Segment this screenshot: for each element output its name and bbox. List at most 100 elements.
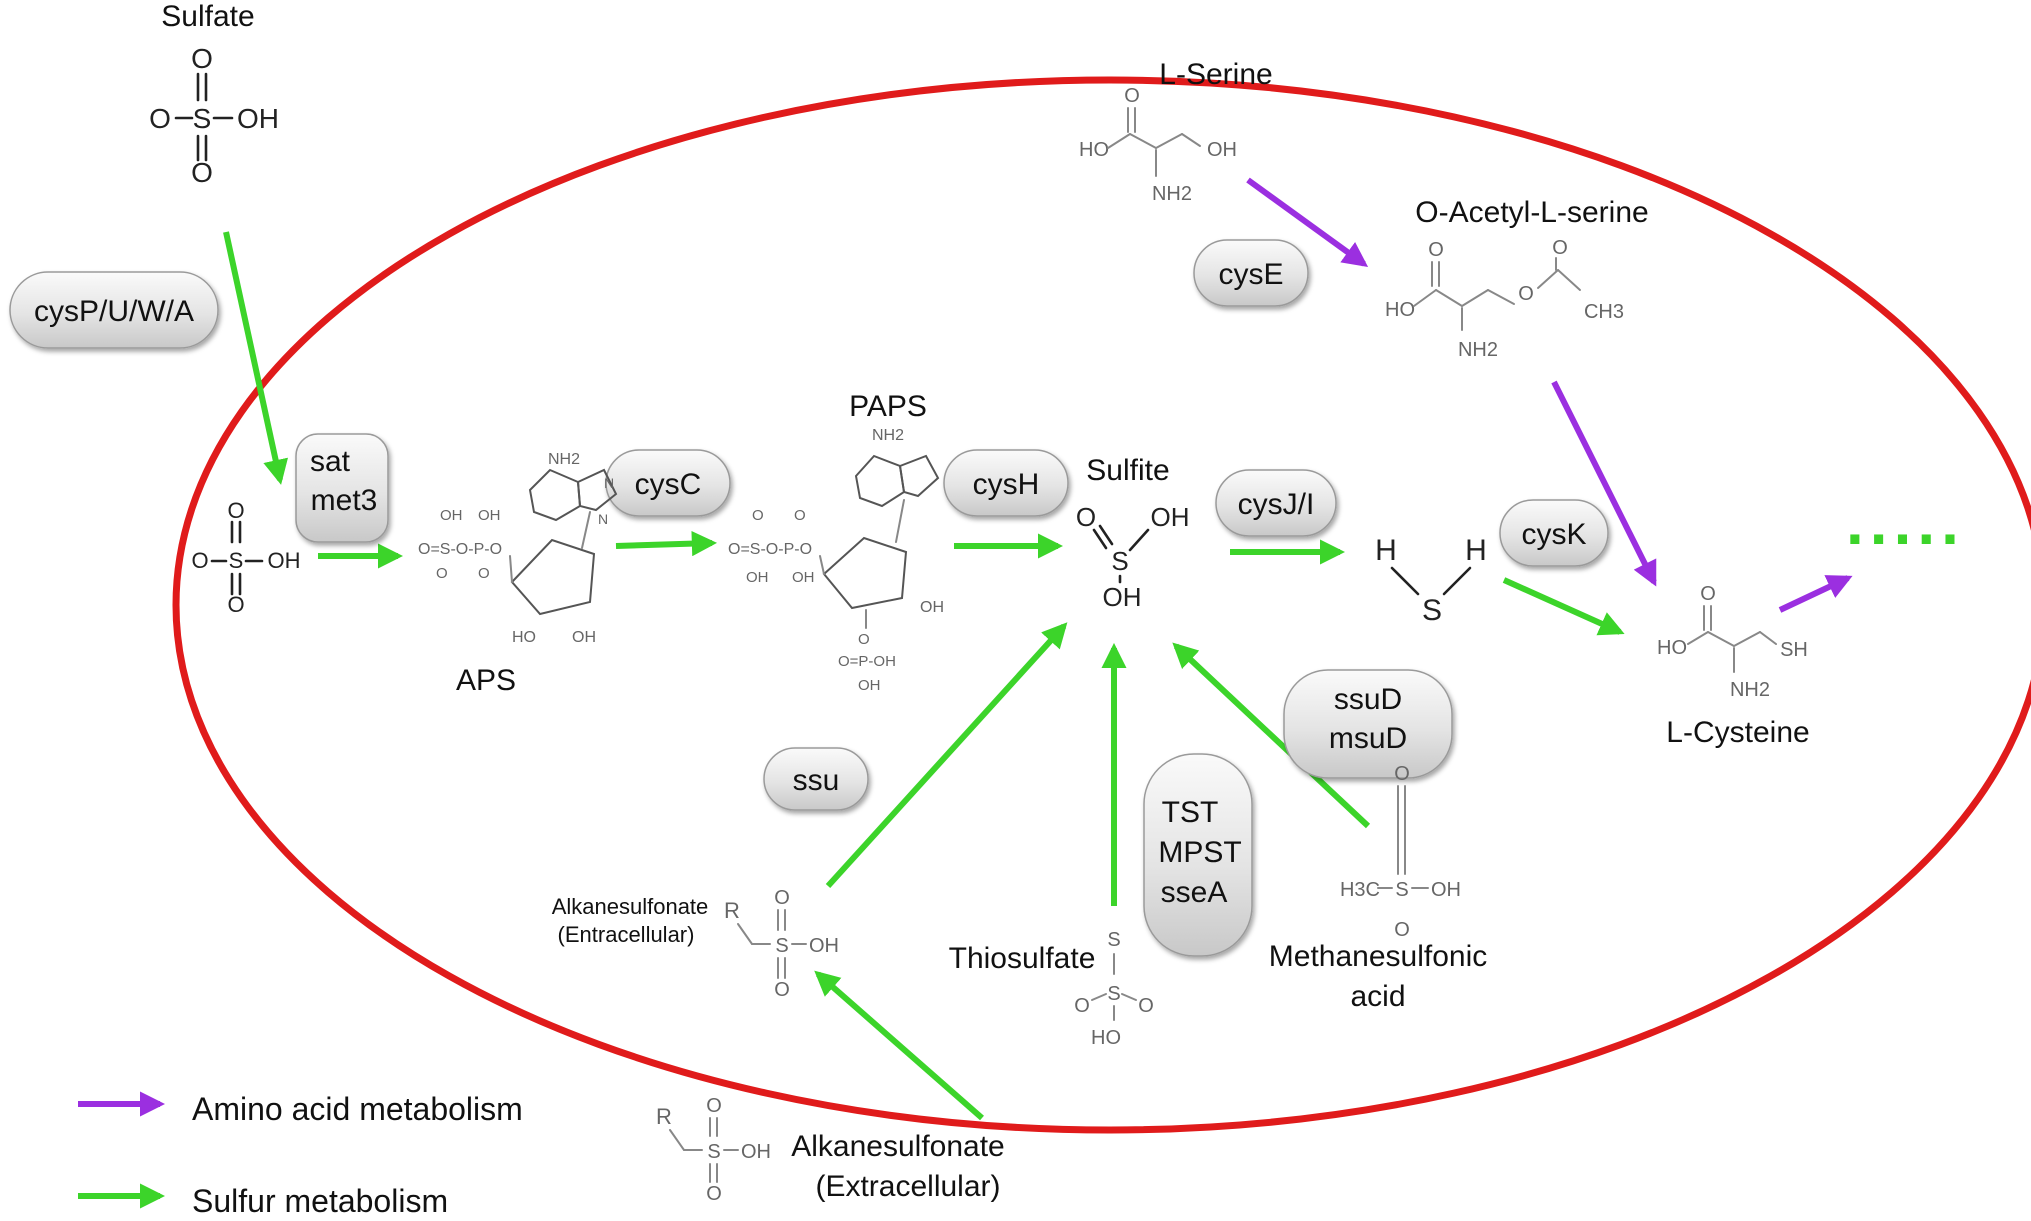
arrow-aps-to-paps bbox=[615, 531, 718, 557]
arrow-alkanesulfonate-to-sulfite bbox=[825, 622, 1068, 889]
svg-text:cysC: cysC bbox=[635, 468, 702, 501]
svg-text:cysK: cysK bbox=[1521, 518, 1586, 551]
svg-text:S: S bbox=[1111, 546, 1128, 576]
svg-text:O: O bbox=[191, 157, 213, 188]
enzyme-cysK: cysK bbox=[1499, 499, 1609, 567]
structure-paps: O=S-O-P-O O O OH OH NH2 OH O O=P-OH OH bbox=[728, 427, 944, 694]
structure-sulfate-extracellular: O O S OH O bbox=[149, 43, 279, 188]
svg-text:O: O bbox=[752, 507, 764, 524]
structure-methanesulfonic-acid: O H3C S OH O bbox=[1340, 763, 1461, 941]
arrow-sulfate-to-intracellular bbox=[223, 231, 289, 485]
svg-text:S: S bbox=[1395, 879, 1408, 901]
svg-text:HO: HO bbox=[1385, 299, 1415, 321]
svg-text:SH: SH bbox=[1780, 639, 1808, 661]
arrow-methanesulfonic-to-sulfite bbox=[1172, 642, 1371, 829]
structure-l-serine: O HO OH NH2 bbox=[1079, 85, 1237, 205]
svg-text:N: N bbox=[604, 475, 614, 491]
svg-text:OH: OH bbox=[478, 507, 501, 524]
svg-text:O: O bbox=[1076, 502, 1096, 532]
enzyme-ssuD-msuD: ssuD msuD bbox=[1283, 669, 1453, 779]
svg-text:O: O bbox=[706, 1183, 722, 1205]
structure-h2s: H H S bbox=[1375, 534, 1487, 627]
arrow-cysteine-onward bbox=[1778, 575, 1853, 613]
svg-text:MPST: MPST bbox=[1158, 836, 1241, 869]
svg-text:OH: OH bbox=[440, 507, 463, 524]
svg-text:O: O bbox=[706, 1095, 722, 1117]
svg-text:ssu: ssu bbox=[793, 764, 840, 797]
svg-text:CH3: CH3 bbox=[1584, 301, 1624, 323]
label-o-acetyl-l-serine: O-Acetyl-L-serine bbox=[1415, 196, 1648, 229]
svg-text:cysP/U/W/A: cysP/U/W/A bbox=[34, 295, 194, 328]
svg-text:OH: OH bbox=[741, 1141, 771, 1163]
svg-text:HO: HO bbox=[1091, 1027, 1121, 1049]
svg-text:OH: OH bbox=[237, 103, 279, 134]
structure-l-cysteine: O HO SH NH2 bbox=[1657, 583, 1808, 701]
svg-text:R: R bbox=[724, 898, 740, 923]
svg-text:NH2: NH2 bbox=[1458, 339, 1498, 361]
svg-text:S: S bbox=[193, 103, 212, 134]
enzyme-ssu: ssu bbox=[763, 747, 869, 811]
enzyme-cysH: cysH bbox=[943, 449, 1069, 517]
label-thiosulfate: Thiosulfate bbox=[949, 942, 1096, 975]
svg-text:O: O bbox=[1552, 237, 1568, 259]
enzyme-cysE: cysE bbox=[1193, 239, 1309, 307]
label-methanesulfonic-acid-1: Methanesulfonic bbox=[1269, 940, 1487, 973]
svg-text:met3: met3 bbox=[311, 484, 378, 517]
svg-text:cysH: cysH bbox=[973, 468, 1040, 501]
arrow-serine-to-oacetylserine bbox=[1246, 177, 1369, 267]
svg-text:S: S bbox=[707, 1141, 720, 1163]
svg-text:NH2: NH2 bbox=[548, 451, 580, 468]
continuation-dots: ..... bbox=[1846, 486, 1965, 558]
svg-text:OH: OH bbox=[1103, 582, 1142, 612]
structure-alkanesulfonate-intracellular: R O S OH O bbox=[724, 887, 839, 1001]
svg-text:O: O bbox=[1394, 919, 1410, 941]
enzyme-cysC: cysC bbox=[605, 449, 731, 517]
legend: Amino acid metabolism Sulfur metabolism bbox=[78, 1091, 523, 1219]
structure-sulfite: O S OH OH bbox=[1076, 502, 1190, 612]
label-sulfite: Sulfite bbox=[1086, 454, 1169, 487]
arrow-h2s-to-cysteine bbox=[1502, 577, 1625, 636]
svg-text:O: O bbox=[1428, 239, 1444, 261]
label-paps: PAPS bbox=[849, 390, 927, 423]
svg-text:NH2: NH2 bbox=[1152, 183, 1192, 205]
svg-text:OH: OH bbox=[746, 569, 769, 586]
legend-sulfur-label: Sulfur metabolism bbox=[192, 1183, 448, 1219]
svg-text:OH: OH bbox=[572, 629, 596, 646]
label-sulfate: Sulfate bbox=[161, 0, 254, 33]
structure-o-acetyl-l-serine: O HO O O CH3 NH2 bbox=[1385, 237, 1624, 361]
svg-text:sat: sat bbox=[310, 445, 351, 478]
svg-text:O=S-O-P-O: O=S-O-P-O bbox=[418, 541, 502, 558]
svg-text:O: O bbox=[794, 507, 806, 524]
svg-text:O: O bbox=[1124, 85, 1140, 107]
svg-text:NH2: NH2 bbox=[1730, 679, 1770, 701]
svg-text:O: O bbox=[774, 979, 790, 1001]
svg-text:N: N bbox=[598, 511, 608, 527]
svg-text:O: O bbox=[1074, 995, 1090, 1017]
svg-text:cysE: cysE bbox=[1218, 258, 1283, 291]
svg-text:OH: OH bbox=[792, 569, 815, 586]
svg-text:S: S bbox=[229, 548, 244, 573]
svg-text:O=P-OH: O=P-OH bbox=[838, 653, 896, 670]
svg-text:O: O bbox=[774, 887, 790, 909]
svg-text:msuD: msuD bbox=[1329, 722, 1407, 755]
svg-text:H3C: H3C bbox=[1340, 879, 1380, 901]
label-alkanesulfonate-intra-2: (Entracellular) bbox=[558, 922, 695, 947]
cell-membrane bbox=[172, 76, 2031, 1134]
svg-text:O: O bbox=[191, 43, 213, 74]
svg-text:sseA: sseA bbox=[1161, 876, 1228, 909]
svg-text:O: O bbox=[227, 498, 244, 523]
structure-thiosulfate: S S O O HO bbox=[1074, 929, 1154, 1049]
svg-text:O: O bbox=[1700, 583, 1716, 605]
enzyme-cysPUWA: cysP/U/W/A bbox=[9, 271, 219, 349]
arrow-extracellular-alkanesulfonate-uptake bbox=[814, 970, 984, 1121]
legend-amino-label: Amino acid metabolism bbox=[192, 1091, 523, 1127]
svg-text:S: S bbox=[1107, 983, 1120, 1005]
enzyme-sat-met3: sat met3 bbox=[295, 433, 389, 543]
structure-sulfate-intracellular: O O S OH O bbox=[191, 498, 300, 617]
svg-text:S: S bbox=[775, 935, 788, 957]
svg-text:O: O bbox=[858, 631, 870, 648]
label-alkanesulfonate-intra-1: Alkanesulfonate bbox=[552, 894, 709, 919]
svg-text:S: S bbox=[1422, 594, 1442, 627]
svg-text:OH: OH bbox=[1207, 139, 1237, 161]
